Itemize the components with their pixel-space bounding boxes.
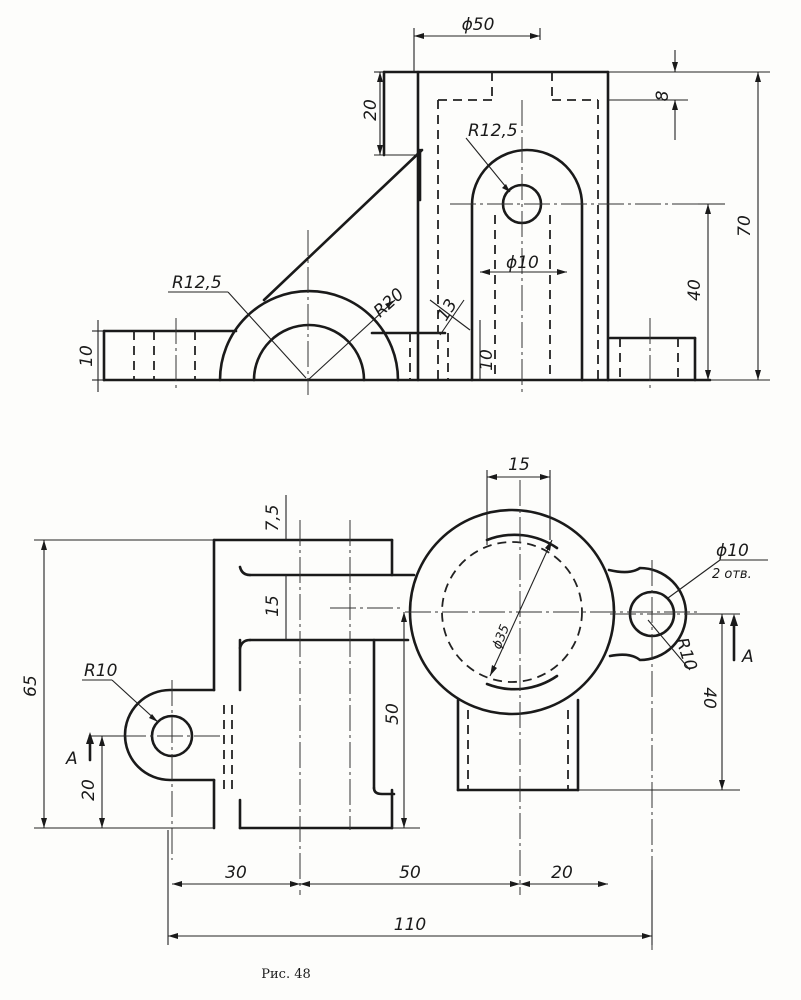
hidden-lines xyxy=(133,72,679,380)
lug-outline xyxy=(470,148,584,382)
dim-30: 30 xyxy=(225,863,247,883)
section-label-right: А xyxy=(741,647,754,667)
boss-bore-hidden xyxy=(441,541,583,683)
dim-20-plan: 20 xyxy=(79,779,99,801)
plan-view: 15 7,5 15 65 R10 20 А xyxy=(21,455,768,950)
dim-65: 65 xyxy=(21,675,41,697)
dim-15-top: 15 xyxy=(508,455,530,475)
dim-20-top: 20 xyxy=(361,99,381,121)
dim-r10-left: R10 xyxy=(84,661,117,681)
dim-holes-count: 2 отв. xyxy=(712,567,752,582)
dim-r125-lug: R12,5 xyxy=(468,121,518,141)
half-cylinder-outer xyxy=(218,289,400,382)
half-cylinder-inner xyxy=(252,323,366,382)
dim-15-slot: 15 xyxy=(263,595,283,617)
dim-50-horizontal: 50 xyxy=(399,863,421,883)
dim-7-5: 7,5 xyxy=(263,504,283,531)
dim-8: 8 xyxy=(653,90,673,101)
dim-110: 110 xyxy=(394,915,426,935)
dim-10-left: 10 xyxy=(77,345,97,367)
front-view: ϕ50 20 8 70 40 R xyxy=(77,15,770,395)
left-ear xyxy=(123,688,233,790)
center-lines xyxy=(175,100,700,395)
upright-block xyxy=(382,70,610,382)
main-block xyxy=(212,538,416,830)
figure-caption: Рис. 48 xyxy=(261,967,311,982)
dim-r10-right: R10 xyxy=(671,635,700,673)
dim-50-vertical: 50 xyxy=(383,703,403,725)
dim-20-horizontal: 20 xyxy=(551,863,573,883)
dim-phi50: ϕ50 xyxy=(462,15,495,35)
dim-10-mid: 10 xyxy=(477,349,497,371)
round-boss xyxy=(408,508,616,792)
dim-40-plan: 40 xyxy=(699,687,719,709)
plan-view-dimensions: 15 7,5 15 65 R10 20 А xyxy=(21,455,768,945)
section-label-left: А xyxy=(65,749,78,769)
dim-r125-cylinder: R12,5 xyxy=(172,273,222,293)
dim-phi35: ϕ35 xyxy=(490,623,513,652)
dim-r20: R20 xyxy=(370,284,408,321)
dim-phi10-holes: ϕ10 xyxy=(716,541,749,561)
plan-center-lines xyxy=(120,480,710,950)
dim-phi10-top: ϕ10 xyxy=(506,253,539,273)
dim-70: 70 xyxy=(735,215,755,237)
rib-edge xyxy=(262,148,424,302)
dim-40-top: 40 xyxy=(685,279,705,301)
